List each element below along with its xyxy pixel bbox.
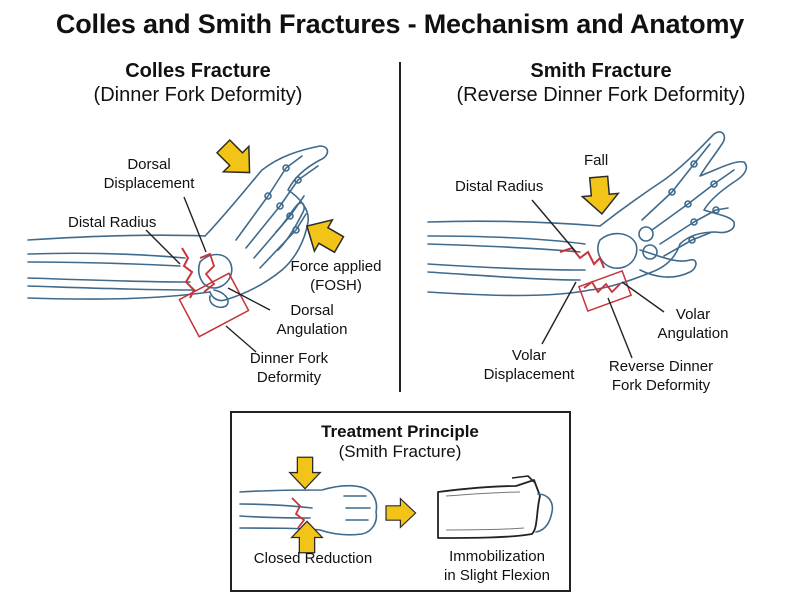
smith-forearm-outline (427, 220, 601, 227)
label-colles-distal-radius: Distal Radius (68, 214, 157, 231)
colles-illustration (27, 145, 329, 309)
smith-forearm-outline (427, 289, 591, 297)
label-immobilization-line2: in Slight Flexion (444, 567, 550, 584)
label-volar-displacement-line2: Displacement (483, 366, 575, 383)
label-volar-displacement-line1: Volar (511, 347, 547, 364)
colles-forearm-outline (27, 234, 206, 241)
label-dorsal-angulation-line1: Dorsal (290, 302, 334, 319)
label-dinner-fork-line1: Dinner Fork (249, 350, 329, 367)
reduction-arrow-down (289, 456, 321, 490)
cast-illustration (437, 475, 541, 539)
label-force-applied-line2: (FOSH) (310, 277, 362, 294)
colles-deformity-box (178, 272, 250, 338)
smith-subheading: (Reverse Dinner Fork Deformity) (456, 84, 746, 106)
colles-fracture-fragment (199, 252, 216, 293)
smith-carpal-bones (597, 232, 638, 269)
label-volar-angulation-line2: Angulation (657, 325, 729, 342)
colles-force-arrow-top (209, 132, 264, 187)
smith-hand-outline (589, 131, 748, 291)
label-reverse-fork-line1: Reverse Dinner (608, 358, 714, 375)
smith-ulna-bone (427, 263, 586, 271)
colles-thumb (275, 202, 305, 251)
treatment-subheading: (Smith Fracture) (338, 442, 462, 461)
smith-radius-bone (427, 235, 586, 245)
colles-leader-lines (145, 196, 271, 353)
label-fall: Fall (584, 152, 609, 169)
label-dorsal-displacement-line2: Displacement (103, 175, 195, 192)
colles-subheading: (Dinner Fork Deformity) (93, 84, 303, 106)
colles-carpal-bones (198, 253, 233, 289)
label-dorsal-angulation-line2: Angulation (276, 321, 348, 338)
colles-heading: Colles Fracture (125, 60, 271, 82)
smith-finger-bones (641, 143, 711, 221)
label-dorsal-displacement-line1: Dorsal (127, 156, 171, 173)
cast-hand-outline (535, 493, 554, 533)
colles-ulna-bone (27, 277, 191, 283)
smith-leader-lines (531, 199, 665, 359)
label-force-applied-line1: Force applied (290, 258, 382, 275)
colles-finger-bones (235, 155, 303, 241)
label-volar-angulation-line1: Volar (675, 306, 711, 323)
diagram-title: Colles and Smith Fractures - Mechanism a… (55, 9, 745, 39)
smith-illustration (427, 131, 748, 297)
smith-thumb (639, 249, 697, 278)
reduction-arrow-up (291, 520, 323, 554)
colles-hand-outline (204, 145, 329, 302)
treatment-flow-arrow (385, 498, 417, 529)
label-smith-distal-radius: Distal Radius (455, 178, 544, 195)
colles-fracture-line (181, 247, 196, 299)
treatment-box (230, 411, 571, 592)
label-immobilization-line1: Immobilization (449, 548, 545, 565)
label-reverse-fork-line2: Fork Deformity (611, 377, 711, 394)
treatment-forearm-illustration (239, 485, 378, 536)
colles-radius-bone (27, 252, 186, 259)
smith-heading: Smith Fracture (530, 60, 672, 82)
label-dinner-fork-line2: Deformity (256, 369, 322, 386)
label-closed-reduction: Closed Reduction (253, 550, 373, 567)
smith-fall-arrow (580, 174, 621, 217)
treatment-fracture-line (291, 497, 306, 529)
treatment-heading: Treatment Principle (321, 422, 479, 441)
